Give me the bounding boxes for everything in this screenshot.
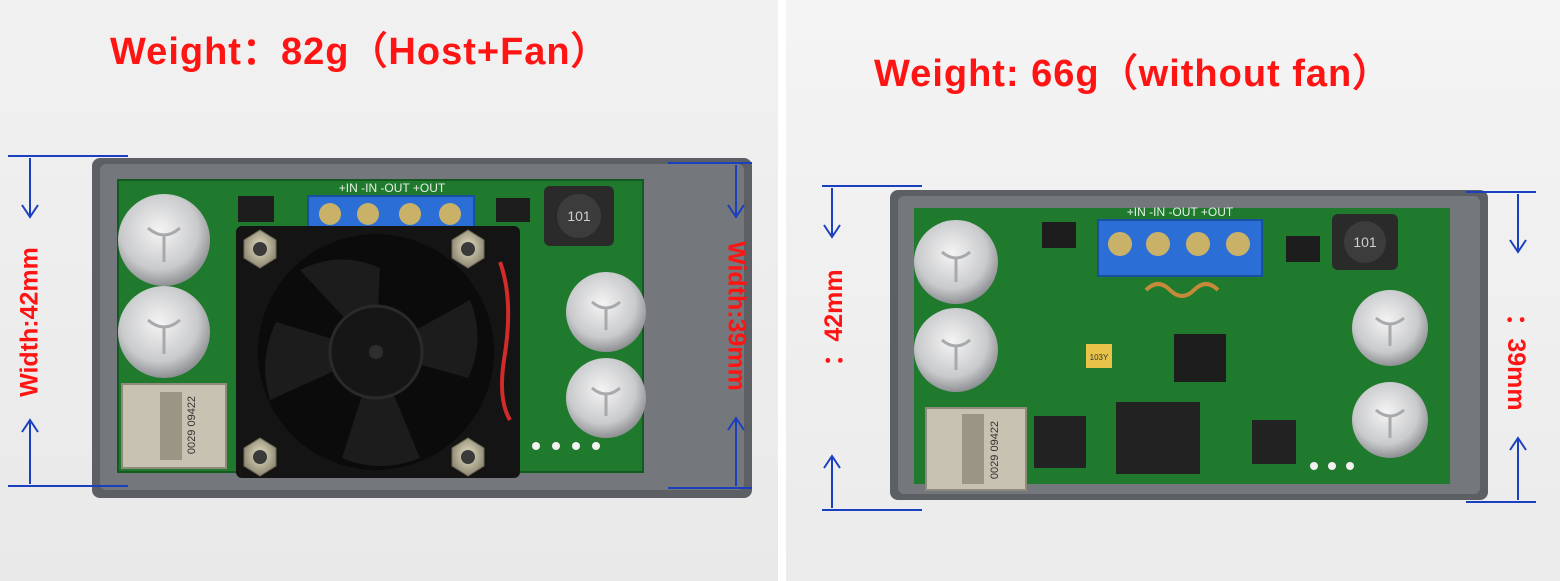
- terminal-silkscreen: +IN -IN -OUT +OUT: [339, 181, 446, 195]
- dimension-line-left: [822, 185, 922, 511]
- capacitor: [566, 358, 646, 438]
- capacitor: [914, 308, 998, 392]
- smd-resistor: [1086, 344, 1112, 368]
- width-42mm-label: ：42mm: [820, 269, 848, 367]
- big-inductor-marking: 0029 09422: [989, 421, 1001, 479]
- big-inductor-marking: 0029 09422: [186, 396, 198, 454]
- capacitor: [1352, 290, 1428, 366]
- capacitor: [118, 194, 210, 286]
- width-39mm-label: ：39mm: [1502, 313, 1530, 411]
- mounting-nut: [451, 229, 485, 269]
- capacitor: [914, 220, 998, 304]
- dimension-line-left: [8, 155, 128, 487]
- resistor-marking: 103Y: [1090, 353, 1109, 362]
- weight-label: Weight: 66g（without fan）: [874, 53, 1392, 95]
- dimension-line-right: [1466, 191, 1536, 503]
- inductor-marking: 101: [567, 208, 591, 224]
- left-module-photo: 0029 09422 +IN -IN -OUT +OUT 101: [8, 155, 752, 498]
- right-photo-panel: 0029 09422 +IN -IN -OUT +OUT 101 103Y: [786, 0, 1560, 581]
- width-39mm-label: Width:39mm: [722, 241, 751, 391]
- cooling-fan: [236, 226, 520, 478]
- inductor-marking: 101: [1353, 234, 1377, 250]
- mounting-nut: [451, 437, 485, 477]
- left-photo-panel: 0029 09422 +IN -IN -OUT +OUT 101: [0, 0, 778, 581]
- right-module-photo: 0029 09422 +IN -IN -OUT +OUT 101 103Y: [822, 185, 1536, 511]
- capacitor: [566, 272, 646, 352]
- width-42mm-label: Width:42mm: [15, 247, 44, 397]
- photo-divider: [778, 0, 786, 581]
- capacitor: [118, 286, 210, 378]
- dimension-line-right: [668, 162, 752, 489]
- terminal-silkscreen: +IN -IN -OUT +OUT: [1127, 205, 1234, 219]
- regulator-chip: [1174, 334, 1226, 382]
- mounting-nut: [243, 229, 277, 269]
- mounting-nut: [243, 437, 277, 477]
- power-mosfet: [1116, 402, 1200, 474]
- weight-label: Weight：82g（Host+Fan）: [110, 31, 610, 73]
- capacitor: [1352, 382, 1428, 458]
